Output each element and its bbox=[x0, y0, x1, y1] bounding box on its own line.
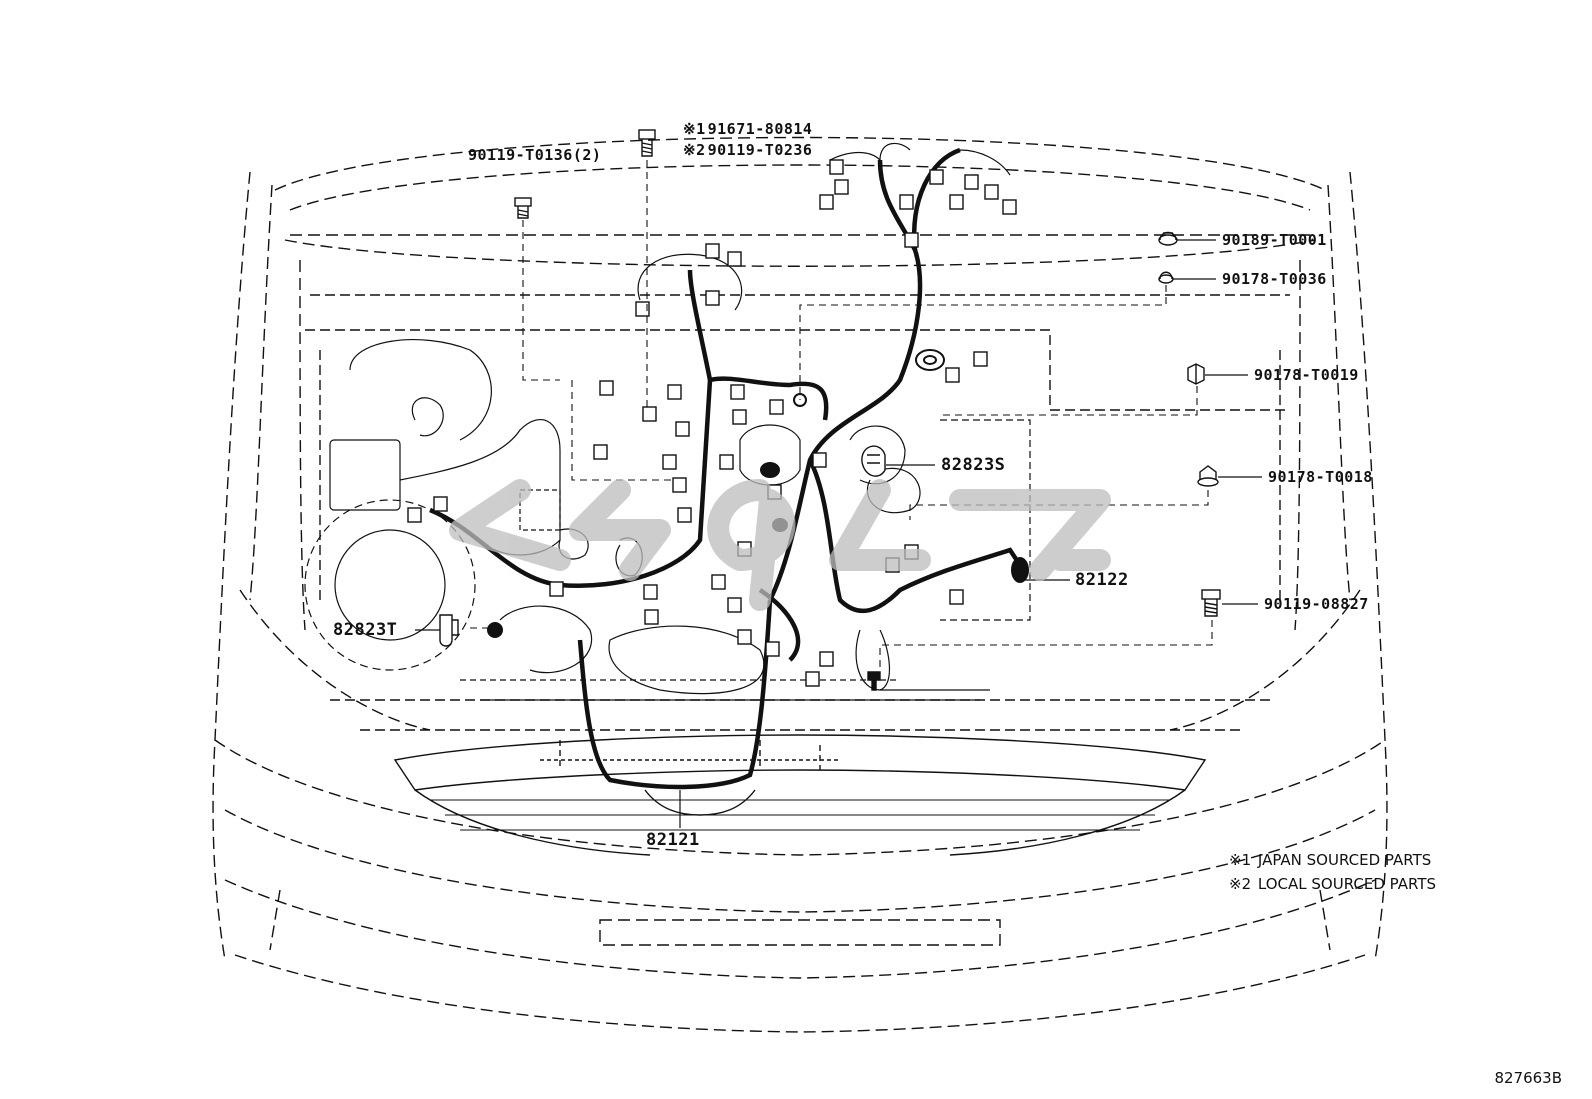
harness-connectors bbox=[407, 159, 1017, 687]
note-local-sourced: ※2 LOCAL SOURCED PARTS bbox=[1229, 875, 1436, 893]
part-label-82823s: 82823S bbox=[941, 455, 1006, 475]
part-label-82121: 82121 bbox=[646, 830, 700, 850]
vehicle-body-outline bbox=[212, 136, 1388, 1033]
bolt-icon bbox=[867, 671, 881, 691]
nut-icon bbox=[1187, 363, 1205, 385]
clip-82823s bbox=[861, 445, 886, 477]
part-label-90178-t0036: 90178-T0036 bbox=[1222, 270, 1327, 288]
nut-icon bbox=[1158, 271, 1174, 284]
watermark bbox=[449, 479, 1111, 611]
note-japan-sourced: ※1 JAPAN SOURCED PARTS bbox=[1229, 851, 1431, 869]
note-marker-1: ※1 bbox=[1229, 851, 1252, 869]
local-sourced-marker: ※2 bbox=[683, 141, 706, 159]
leader-lines bbox=[470, 160, 1213, 672]
solid-leaders bbox=[415, 239, 1262, 828]
japan-sourced-marker: ※1 bbox=[683, 120, 706, 138]
bolt-icon bbox=[514, 197, 532, 219]
part-label-82823t: 82823T bbox=[333, 620, 398, 640]
engine-components bbox=[304, 253, 1031, 701]
part-number-91671-80814: 91671-80814 bbox=[707, 120, 813, 138]
nut-icon bbox=[1197, 465, 1219, 487]
part-label-90119-08827: 90119-08827 bbox=[1264, 595, 1369, 613]
part-label-82122: 82122 bbox=[1075, 570, 1129, 590]
clip-82823t bbox=[439, 614, 459, 647]
bolt-icon bbox=[638, 129, 656, 157]
part-number-90119-t0236: 90119-T0236 bbox=[707, 141, 813, 159]
part-label-90178-t0019: 90178-T0019 bbox=[1254, 366, 1359, 384]
part-label-90119-t0136: 90119-T0136(2) bbox=[468, 146, 602, 164]
note-text-2: LOCAL SOURCED PARTS bbox=[1257, 875, 1437, 893]
part-label-90189-t0001: 90189-T0001 bbox=[1222, 231, 1327, 249]
part-label-90178-t0018: 90178-T0018 bbox=[1268, 468, 1373, 486]
bolt-icon bbox=[1201, 589, 1221, 617]
figure-number: 827663B bbox=[1494, 1069, 1562, 1087]
radiator-grille bbox=[393, 734, 1207, 856]
note-text-1: JAPAN SOURCED PARTS bbox=[1257, 851, 1432, 869]
wire-harness-82121 bbox=[429, 147, 1022, 790]
note-marker-2: ※2 bbox=[1229, 875, 1252, 893]
clip-icon bbox=[1158, 231, 1178, 246]
